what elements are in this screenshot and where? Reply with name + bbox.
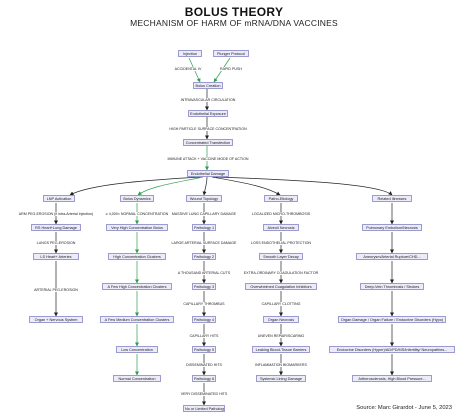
- label-capillary-clotting: CAPILLARY CLOTTING: [261, 302, 301, 306]
- source-credit: Source: Marc Girardot - June 5, 2023: [356, 405, 452, 411]
- node-pulmonary-embolism-necrosis: Pulmonary Embolism/Necrosis: [362, 224, 422, 231]
- node-deep-vein-thrombosis-strokes: Deep-Vein Thrombosis / Strokes: [360, 283, 424, 290]
- node-lnp-activation: LNP Activation: [43, 195, 75, 202]
- label-lungs-peg-erosion: LUNGS PEG-EROSION: [36, 241, 76, 245]
- label-disseminated-hits: DISSEMINATED HITS: [185, 363, 223, 367]
- label-capillary-hits: CAPILLARY HITS: [189, 334, 219, 338]
- node-pathology-5: Pathology 5: [192, 346, 216, 353]
- label-loss-endothelial-protection: LOSS ENDOTHELIAL PROTECTION: [250, 241, 312, 245]
- diagram-subtitle: MECHANISM OF HARM OF mRNA/DNA VACCINES: [130, 18, 338, 28]
- node-rs-heart-lung-damage: RS Heart+Lung Damage: [31, 224, 81, 231]
- node-bolus-dynamics: Bolus Dynamics: [120, 195, 154, 202]
- label-capillary-thrombus: CAPILLARY THROMBUS: [182, 302, 226, 306]
- node-organ-nervous-system: Organ + Nervous System: [29, 316, 83, 323]
- label-localized-micro-thrombosis: LOCALIZED MICRO-THROMBOSIS: [251, 212, 311, 216]
- node-few-medium-concentration-clusters: A Few Medium Concentration Clusters: [100, 316, 174, 323]
- node-organ-necrosis: Organ Necrosis: [263, 316, 299, 323]
- label-very-disseminated-hits: VERY DISSEMINATED HITS: [180, 392, 228, 396]
- node-very-high-concentration-bolus: Very High Concentration Bolus: [106, 224, 168, 231]
- node-endothelial-exposure: Endothelial Exposure: [188, 110, 228, 117]
- node-patho-etiology: Patho-Etiology: [264, 195, 298, 202]
- edge-damage-wound: [202, 176, 208, 196]
- node-low-concentration: Low Concentration: [116, 346, 158, 353]
- node-plunger-protocol: Plunger Protocol: [213, 50, 249, 57]
- node-endocrine-disorders-hyper: Endocrine Disorders (Hyper)/AD/PD/MS/Inf…: [329, 346, 455, 353]
- node-alveoli-necrosis: Alveoli Necrosis: [263, 224, 299, 231]
- label-massive-lung-capillary-damage: MASSIVE LUNG CAPILLARY DAMAGE: [171, 212, 237, 216]
- node-no-or-limited-pathology: No or Limited Pathology: [183, 405, 225, 412]
- node-injection: Injection: [178, 50, 202, 57]
- label-normal-concentration-4000x: ≥ 4,000× NORMAL CONCENTRATION: [105, 212, 169, 216]
- node-leaking-blood-tissue-barriers: Leaking Blood-Tissue Barriers: [252, 346, 310, 353]
- node-pathology-3: Pathology 3: [192, 283, 216, 290]
- node-systemic-lining-damage: Systemic Lining Damage: [256, 375, 306, 382]
- node-atherosclerosis: Artherosclerosis, High Blood Pressure...: [352, 375, 432, 382]
- edge-damage-bolus-dynamics: [137, 176, 204, 196]
- node-overwhelmed-coagulation-inhibitors: Overwhelmed Coagulation Inhibitors: [245, 283, 317, 290]
- node-aneurysm-arterial-rupture: Aneurysm/Arterial Rupture/CHD...: [356, 253, 428, 260]
- node-bolus-creation: Bolus Creation: [193, 82, 223, 89]
- node-related-illnesses: Related Illnesses: [372, 195, 412, 202]
- label-arterial-peg-erosion: ARTERIAL PEG-EROSION: [33, 288, 79, 292]
- edge-damage-lnp: [69, 176, 201, 196]
- label-arm-peg-erosion: ARM PEG-EROSION (if intra-Arterial Injec…: [18, 212, 94, 216]
- node-ls-heart-arteries: LS Heart+ Arteries: [33, 253, 79, 260]
- node-pathology-6: Pathology 6: [192, 375, 216, 382]
- node-concentrated-transfection: Concentrated Transfection: [183, 139, 233, 146]
- label-immune-attack: IMMUNE ATTACK + VACCINE MODE OF ACTION: [167, 157, 249, 161]
- node-wound-topology: Wound Topology: [186, 195, 222, 202]
- label-inflammation-biomarkers: INFLAMMATION BIOMARKERS: [254, 363, 308, 367]
- label-extra-ordinary-coagulation-factor: EXTRA-ORDINARY COAGULATION FACTOR: [243, 271, 319, 275]
- edge-damage-patho: [211, 176, 281, 196]
- node-pathology-1: Pathology 1: [192, 224, 216, 231]
- diagram-title: BOLUS THEORY: [184, 5, 284, 19]
- node-organ-damage-failure: Organ Damage / Organ Failure / Endocrine…: [338, 316, 446, 323]
- node-pathology-2: Pathology 2: [192, 253, 216, 260]
- label-intravascular-circulation: INTRAVASCULAR CIRCULATION: [180, 98, 236, 102]
- node-few-high-concentration-clusters: A Few High Concentration Clusters: [102, 283, 172, 290]
- label-high-particle-surface-concentration: HIGH PARTICLE SURFACE CONCENTRATION: [168, 127, 248, 131]
- label-uneven-repair-scaring: UNEVEN REPAIR/SCARING: [257, 334, 305, 338]
- label-thousand-arterial-cuts: A THOUSAND ARTERIAL CUTS: [177, 271, 231, 275]
- node-pathology-4: Pathology 4: [192, 316, 216, 323]
- node-normal-concentration: Normal Concentration: [113, 375, 161, 382]
- label-large-arterial-surface-damage: LARGE ARTERIAL SURFACE DAMAGE: [171, 241, 237, 245]
- label-rapid-push: RAPID PUSH: [219, 67, 243, 71]
- node-smooth-layer-decay: Smooth Layer Decay: [259, 253, 303, 260]
- label-accidental-iv: ACCIDENTAL IV: [174, 67, 202, 71]
- edge-damage-related: [215, 176, 393, 196]
- node-endothelial-damage: Endothelial Damage: [187, 170, 229, 177]
- node-high-concentration-clusters: High Concentration Clusters: [108, 253, 166, 260]
